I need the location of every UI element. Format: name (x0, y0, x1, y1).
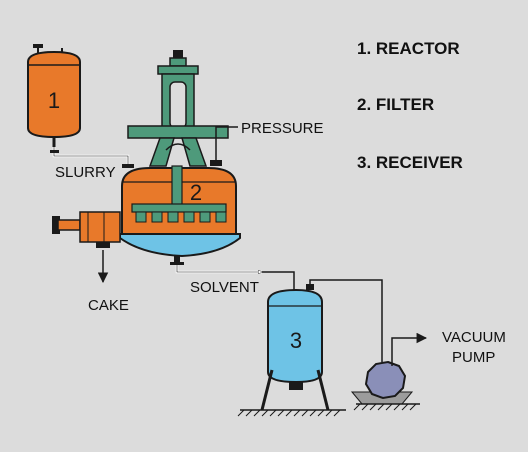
slurry-label: SLURRY (55, 164, 116, 181)
filter-drive-frame (127, 50, 229, 167)
solvent-line (175, 265, 262, 274)
cake-discharge-unit (52, 211, 121, 248)
filter-vessel: 2 (119, 160, 241, 265)
receiver-number: 3 (290, 328, 302, 353)
pressure-line (215, 126, 238, 160)
legend-item-reactor: 1. REACTOR (357, 39, 460, 58)
solvent-label: SOLVENT (190, 279, 259, 296)
reactor-number: 1 (48, 88, 60, 113)
receiver-vessel: 3 (260, 284, 330, 411)
cake-label: CAKE (88, 297, 129, 314)
reactor-vessel: 1 (27, 44, 81, 147)
vacuum-exhaust-arrow (391, 332, 428, 366)
vacuum-line (309, 279, 383, 362)
pressure-label: PRESSURE (241, 120, 324, 137)
legend-item-filter: 2. FILTER (357, 95, 434, 114)
vacuum-pump (350, 360, 414, 405)
vacuum-label-line1: VACUUM (442, 329, 506, 346)
legend-item-receiver: 3. RECEIVER (357, 153, 463, 172)
vacuum-label-line2: PUMP (452, 349, 495, 366)
filter-number: 2 (190, 180, 202, 205)
legend: 1. REACTOR 2. FILTER 3. RECEIVER (357, 39, 463, 172)
